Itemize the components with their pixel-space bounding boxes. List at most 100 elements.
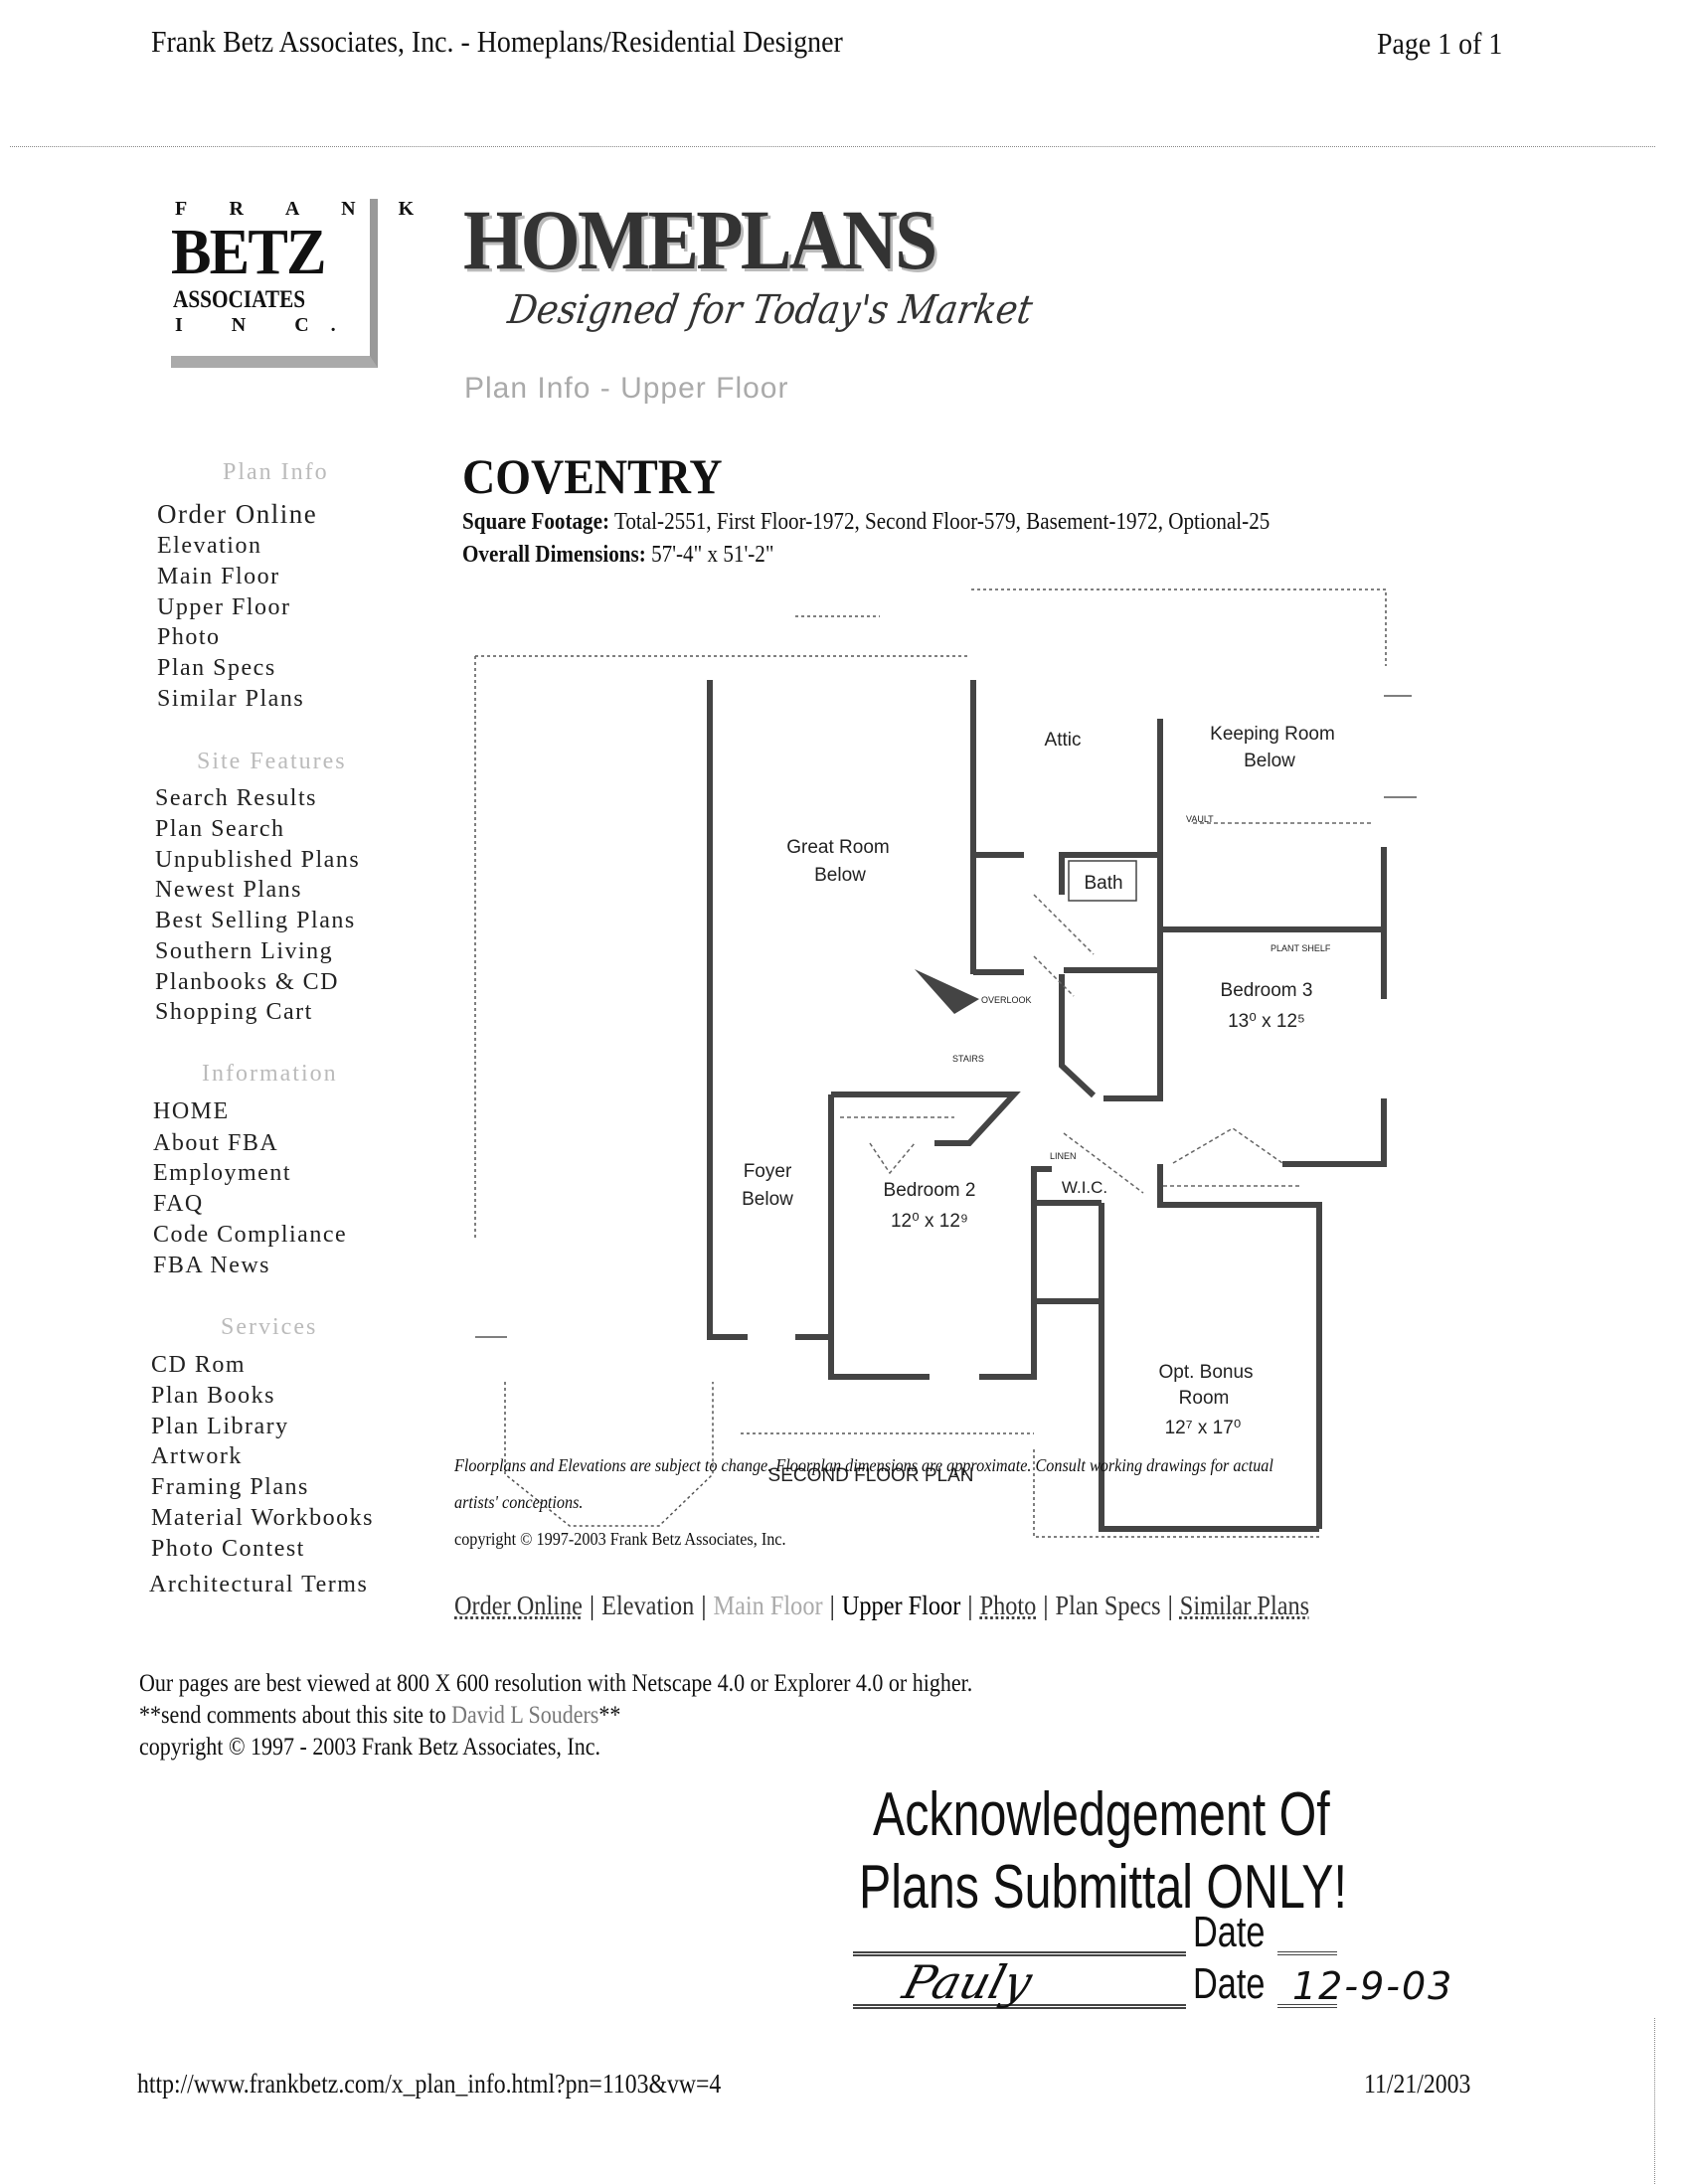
foyer-below-label: Below xyxy=(742,1189,793,1210)
logo-inc: I N C. xyxy=(175,314,358,336)
sidebar-link-cd-rom[interactable]: CD Rom xyxy=(151,1352,247,1378)
bedroom-3-label: Bedroom 3 xyxy=(1221,980,1313,1001)
sidebar-link-material-workbooks[interactable]: Material Workbooks xyxy=(151,1505,374,1531)
sidebar-link-framing-plans[interactable]: Framing Plans xyxy=(151,1474,309,1500)
nav-separator: | xyxy=(1043,1591,1049,1620)
footer-comments: **send comments about this site to David… xyxy=(139,1702,620,1730)
great-room-label: Great Room xyxy=(786,837,889,858)
sidebar-heading-plan-info: Plan Info xyxy=(223,459,329,485)
footer-resolution-note: Our pages are best viewed at 800 X 600 r… xyxy=(139,1670,973,1697)
footer-copyright: copyright © 1997 - 2003 Frank Betz Assoc… xyxy=(139,1734,600,1761)
nav-separator: | xyxy=(590,1591,594,1620)
bath-box xyxy=(1068,860,1137,902)
plant-shelf-label: PLANT SHELF xyxy=(1270,943,1331,953)
signature-line-2 xyxy=(853,2004,1186,2009)
sidebar-link-code-compliance[interactable]: Code Compliance xyxy=(153,1222,348,1248)
plan-name: COVENTRY xyxy=(462,448,723,504)
logo-associates: ASSOCIATES xyxy=(173,286,306,313)
vault-label: VAULT xyxy=(1186,814,1214,824)
sidebar-link-plan-library[interactable]: Plan Library xyxy=(151,1414,289,1439)
footer-contact-link[interactable]: David L Souders xyxy=(451,1702,599,1729)
sidebar-heading-services: Services xyxy=(221,1314,318,1340)
print-header-title: Frank Betz Associates, Inc. - Homeplans/… xyxy=(151,24,843,59)
sidebar-link-fba-news[interactable]: FBA News xyxy=(153,1253,271,1278)
sidebar-link-similar-plans[interactable]: Similar Plans xyxy=(157,686,305,712)
sidebar-link-plan-search[interactable]: Plan Search xyxy=(155,816,285,842)
bedroom-2-dimensions: 12⁰ x 12⁹ xyxy=(891,1211,968,1232)
sidebar-heading-site-features: Site Features xyxy=(197,749,347,774)
square-footage-value: Total-2551, First Floor-1972, Second Flo… xyxy=(613,509,1270,535)
sidebar-link-newest-plans[interactable]: Newest Plans xyxy=(155,877,302,903)
sidebar-link-order-online[interactable]: Order Online xyxy=(157,499,318,529)
footer-comments-pre: **send comments about this site to xyxy=(139,1702,452,1729)
frank-betz-logo[interactable]: F R A N K BETZ ASSOCIATES I N C. xyxy=(171,199,414,368)
wic-label: W.I.C. xyxy=(1062,1178,1107,1197)
section-title: Plan Info - Upper Floor xyxy=(464,372,789,405)
sidebar-link-artwork[interactable]: Artwork xyxy=(151,1443,243,1469)
sidebar-link-plan-books[interactable]: Plan Books xyxy=(151,1383,276,1409)
sidebar-link-faq[interactable]: FAQ xyxy=(153,1191,204,1217)
room-labels: Great Room Below Attic Keeping Room Belo… xyxy=(742,724,1335,1486)
bottom-nav-plan-specs[interactable]: Plan Specs xyxy=(1055,1591,1161,1620)
stairs-label: STAIRS xyxy=(952,1054,984,1064)
sidebar-link-upper-floor[interactable]: Upper Floor xyxy=(157,594,291,620)
signature-line-1 xyxy=(853,1951,1186,1956)
sidebar-link-photo[interactable]: Photo xyxy=(157,624,221,650)
bottom-nav-main-floor[interactable]: Main Floor xyxy=(713,1591,823,1620)
print-page-number: Page 1 of 1 xyxy=(1377,26,1503,61)
disclaimer-line-2: artists' conceptions. xyxy=(454,1492,584,1512)
sidebar-link-shopping-cart[interactable]: Shopping Cart xyxy=(155,999,313,1025)
attic-label: Attic xyxy=(1045,730,1082,751)
sidebar-link-about-fba[interactable]: About FBA xyxy=(153,1130,279,1156)
square-footage-label: Square Footage: xyxy=(462,509,610,535)
logo-betz: BETZ xyxy=(171,216,326,288)
date-line-2 xyxy=(1277,2004,1337,2008)
sidebar-link-photo-contest[interactable]: Photo Contest xyxy=(151,1536,305,1562)
bottom-nav-order-online[interactable]: Order Online xyxy=(454,1591,583,1620)
foyer-label: Foyer xyxy=(744,1161,792,1182)
bottom-nav-photo[interactable]: Photo xyxy=(979,1591,1037,1620)
print-footer-url: http://www.frankbetz.com/x_plan_info.htm… xyxy=(137,2069,722,2099)
disclaimer-line-1: Floorplans and Elevations are subject to… xyxy=(454,1455,1273,1475)
sidebar-link-employment[interactable]: Employment xyxy=(153,1160,291,1186)
sidebar-link-search-results[interactable]: Search Results xyxy=(155,785,317,811)
print-footer-date: 11/21/2003 xyxy=(1364,2069,1471,2099)
sidebar-link-best-selling-plans[interactable]: Best Selling Plans xyxy=(155,908,356,933)
bottom-nav-upper-floor[interactable]: Upper Floor xyxy=(841,1591,961,1620)
overlook-label: OVERLOOK xyxy=(981,995,1032,1005)
stamp-line-2: Plans Submittal ONLY! xyxy=(859,1853,1347,1922)
sidebar-link-southern-living[interactable]: Southern Living xyxy=(155,938,334,964)
bottom-nav-elevation[interactable]: Elevation xyxy=(601,1591,695,1620)
sidebar-link-home[interactable]: HOME xyxy=(153,1098,230,1124)
great-room-below-label: Below xyxy=(814,865,866,886)
linen-label: LINEN xyxy=(1050,1151,1077,1161)
overall-dimensions: Overall Dimensions: 57'-4" x 51'-2" xyxy=(462,541,773,569)
nav-separator: | xyxy=(1167,1591,1173,1620)
sidebar-link-planbooks-cd[interactable]: Planbooks & CD xyxy=(155,969,340,995)
overall-dimensions-value: 57'-4" x 51'-2" xyxy=(651,542,774,568)
sidebar-link-plan-specs[interactable]: Plan Specs xyxy=(157,655,276,681)
handwritten-signature: Pauly xyxy=(897,1955,1038,2009)
bottom-nav: Order Online|Elevation|Main Floor|Upper … xyxy=(454,1591,1309,1621)
bath-label: Bath xyxy=(1084,873,1122,894)
date-label-1: Date xyxy=(1193,1908,1266,1956)
bonus-room-label: Opt. Bonus xyxy=(1158,1362,1253,1383)
homeplans-banner-title: HOMEPLANS xyxy=(463,192,937,287)
copyright-small: copyright © 1997-2003 Frank Betz Associa… xyxy=(454,1529,786,1549)
sidebar-link-unpublished-plans[interactable]: Unpublished Plans xyxy=(155,847,361,873)
keeping-room-label: Keeping Room xyxy=(1210,724,1335,745)
sidebar-link-main-floor[interactable]: Main Floor xyxy=(157,564,280,589)
plan-detail-lines xyxy=(840,822,1372,1194)
stamp-line-1: Acknowledgement Of xyxy=(873,1780,1330,1849)
sidebar-heading-information: Information xyxy=(202,1061,338,1087)
bedroom-2-label: Bedroom 2 xyxy=(884,1180,976,1201)
keeping-room-below-label: Below xyxy=(1244,751,1295,771)
bottom-nav-similar-plans[interactable]: Similar Plans xyxy=(1179,1591,1310,1620)
sidebar-link-architectural-terms[interactable]: Architectural Terms xyxy=(149,1572,369,1597)
plan-dashed-outline xyxy=(474,588,1417,1538)
bonus-room-dimensions: 12⁷ x 17⁰ xyxy=(1165,1418,1242,1438)
sidebar-link-elevation[interactable]: Elevation xyxy=(157,533,262,559)
logo-frank: F R A N K xyxy=(175,198,433,220)
nav-separator: | xyxy=(967,1591,973,1620)
